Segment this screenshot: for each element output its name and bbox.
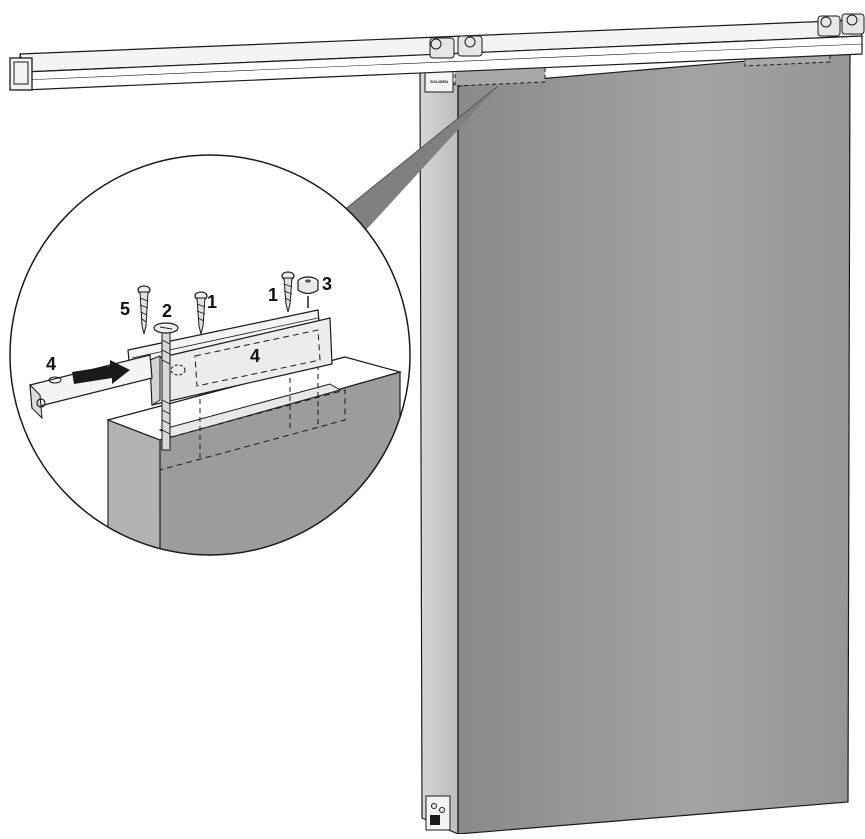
roller-carriage-right: [817, 13, 865, 37]
door-label-text: SOLIDEN: [430, 79, 448, 84]
rail-end-profile: [9, 57, 33, 91]
door-edge: [419, 67, 459, 835]
cap-3-icon: [297, 276, 319, 308]
callout-labels: 5 2 1 1 3 4 4: [46, 274, 332, 374]
callout-3: 3: [322, 274, 332, 294]
screw-1b-icon: [281, 271, 295, 313]
detail-circle-outline: [9, 154, 411, 556]
callout-1a: 1: [207, 292, 217, 312]
callout-5: 5: [120, 299, 130, 319]
screw-5-icon: [137, 285, 151, 335]
detail-circle: [9, 154, 411, 556]
screw-1a-icon: [194, 291, 208, 335]
callout-4-bracket: 4: [250, 346, 260, 366]
roller-carriage-left: [429, 35, 483, 59]
bolt-2-icon: [153, 322, 179, 451]
floor-guide-plate: [425, 795, 451, 831]
insert-arrow-icon: [72, 360, 130, 384]
callout-4-arrow: 4: [46, 354, 56, 374]
door-panel: [457, 51, 851, 835]
callout-1b: 1: [268, 285, 278, 305]
callout-2: 2: [162, 301, 172, 321]
detail-bracket: [149, 317, 333, 406]
